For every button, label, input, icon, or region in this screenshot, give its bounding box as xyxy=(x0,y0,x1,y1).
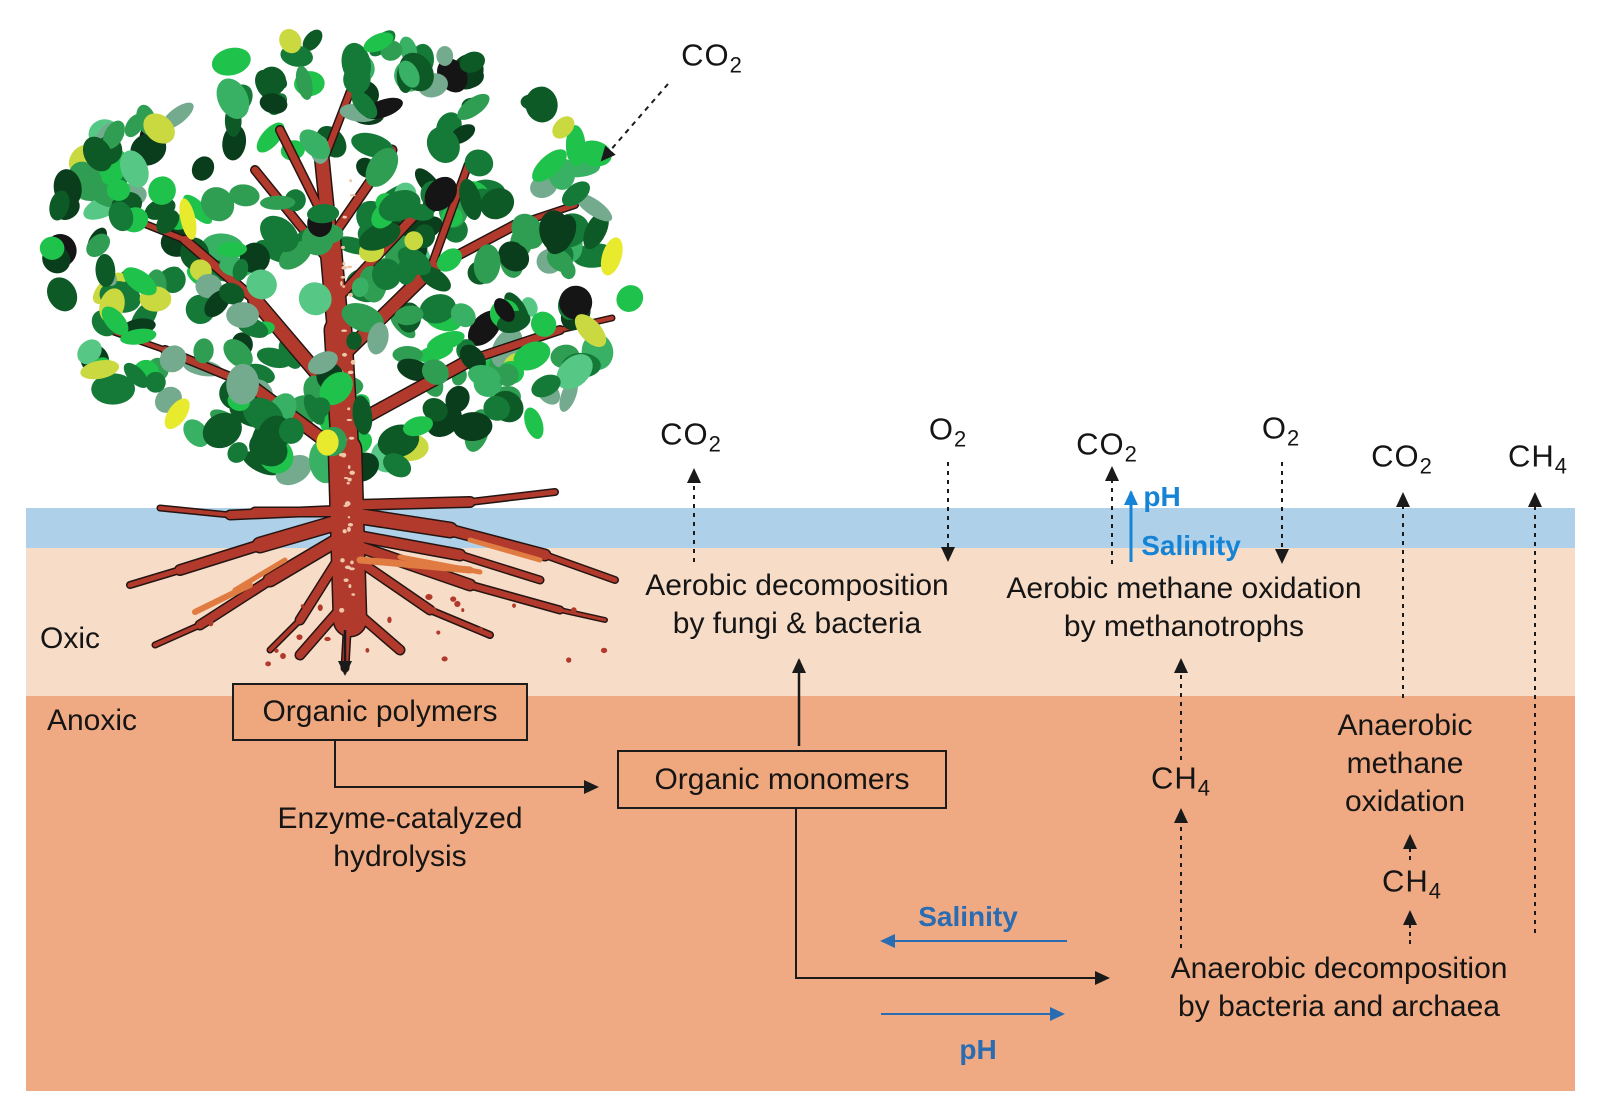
co2-label-methane-oxidation: CO2 xyxy=(1076,426,1138,467)
co2-to-tree-arrow xyxy=(600,83,669,162)
enzyme-hydrolysis-text: Enzyme-catalyzed hydrolysis xyxy=(277,802,523,873)
polymers-to-monomers-arrow xyxy=(334,741,599,794)
oxic-zone-label: Oxic xyxy=(40,622,100,655)
influence-arrows xyxy=(880,490,1138,1021)
flow-arrows xyxy=(334,83,1542,985)
co2-label-anaerobic-oxidation: CO2 xyxy=(1371,438,1433,479)
o2-label-1: O2 xyxy=(928,411,968,452)
aerobic-methane-oxidation-text: Aerobic methane oxidation by methanotrop… xyxy=(1006,572,1362,643)
ch4-label-mid: CH4 xyxy=(1150,760,1212,801)
ch4-label-right: CH4 xyxy=(1381,863,1443,904)
salinity-label-bottom: Salinity xyxy=(918,901,1018,932)
aerobic-decomposition-text: Aerobic decomposition by fungi & bacteri… xyxy=(645,569,949,640)
ph-label-top: pH xyxy=(1143,481,1181,512)
organic-polymers-label: Organic polymers xyxy=(262,695,498,728)
anaerobic-methane-oxidation-text: Anaerobic methane oxidation xyxy=(1337,709,1473,818)
salinity-label-top: Salinity xyxy=(1141,530,1241,561)
organic-polymers-box: Organic polymers xyxy=(232,683,528,741)
anoxic-zone-label: Anoxic xyxy=(46,704,138,737)
anaerobic-decomposition-text: Anaerobic decomposition by bacteria and … xyxy=(1170,952,1508,1023)
tree-illustration xyxy=(39,29,644,673)
o2-label-2: O2 xyxy=(1261,410,1301,451)
monomers-to-anaerobic-arrow xyxy=(795,809,1110,985)
organic-monomers-label: Organic monomers xyxy=(654,762,910,796)
co2-label-aerobic-decomp: CO2 xyxy=(660,416,722,457)
ch4-label-emission: CH4 xyxy=(1507,438,1569,479)
ph-label-bottom: pH xyxy=(959,1034,997,1065)
co2-label-atmosphere: CO2 xyxy=(681,37,743,78)
organic-monomers-box: Organic monomers xyxy=(617,750,947,809)
